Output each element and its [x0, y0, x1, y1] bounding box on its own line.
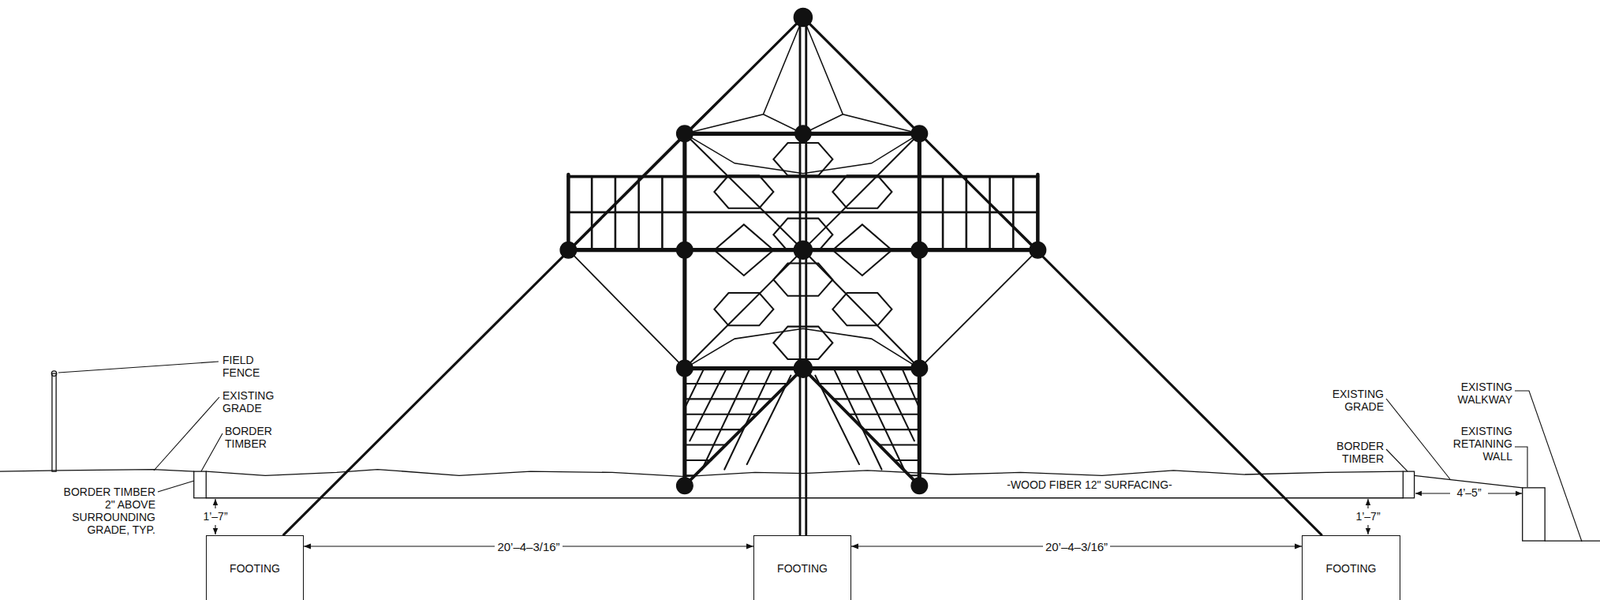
callout-label: BORDER TIMBER 2" ABOVE SURROUNDING GRADE…	[60, 485, 156, 536]
footing-label: FOOTING	[777, 561, 828, 575]
footing-box: FOOTING	[1301, 534, 1401, 600]
dimension-text: 20’–4–3/16”	[1042, 539, 1111, 554]
dimension-text: 1’–7”	[1344, 509, 1392, 523]
footing-label: FOOTING	[229, 561, 281, 575]
callout-label: BORDER TIMBER	[224, 424, 288, 450]
dimension-text: 20’–4–3/16”	[494, 539, 562, 554]
callout-label: EXISTING RETAINING WALL	[1441, 424, 1513, 463]
callout-label: EXISTING GRADE	[1320, 387, 1384, 413]
callout-label: -WOOD FIBER 12" SURFACING-	[979, 478, 1200, 491]
footing-box: FOOTING	[753, 534, 852, 600]
dimension-text: 4’–5”	[1445, 485, 1493, 499]
dimension-text: 1’–7”	[191, 509, 240, 523]
callout-label: EXISTING WALKWAY	[1445, 380, 1513, 406]
callout-label: EXISTING GRADE	[222, 388, 286, 415]
callout-label: BORDER TIMBER	[1320, 439, 1384, 465]
footing-box: FOOTING	[205, 534, 304, 600]
footing-label: FOOTING	[1326, 561, 1377, 575]
callout-label: FIELD FENCE	[222, 353, 270, 379]
